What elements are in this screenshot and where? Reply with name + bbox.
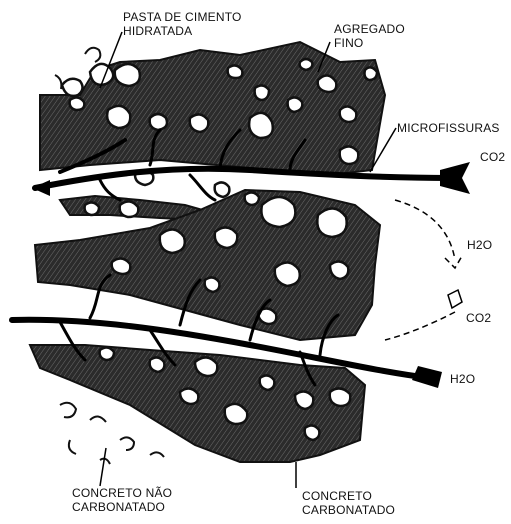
label-microfissuras: MICROFISSURAS bbox=[397, 121, 500, 135]
label-h2o-top: H2O bbox=[467, 238, 492, 252]
co2-mid-arrow bbox=[385, 290, 462, 340]
label-agregado-fino: AGREGADO FINO bbox=[334, 22, 405, 50]
label-carbonatado-line2: CARBONATADO bbox=[302, 503, 395, 517]
label-concreto-nao-carbonatado: CONCRETO NÃO CARBONATADO bbox=[72, 486, 172, 514]
label-concreto-carbonatado: CONCRETO CARBONATADO bbox=[302, 489, 395, 517]
label-pasta-cimento: PASTA DE CIMENTO HIDRATADA bbox=[123, 10, 242, 38]
label-pasta-line2: HIDRATADA bbox=[123, 24, 242, 38]
label-nao-carbonatado-line1: CONCRETO NÃO bbox=[72, 486, 172, 500]
label-pasta-line1: PASTA DE CIMENTO bbox=[123, 10, 242, 24]
h2o-bottom-arrow bbox=[412, 366, 442, 388]
h2o-top-arrow bbox=[395, 200, 462, 268]
label-co2-mid: CO2 bbox=[466, 311, 491, 325]
label-h2o-bottom: H2O bbox=[450, 372, 475, 386]
concrete-layer-top bbox=[40, 42, 385, 175]
label-nao-carbonatado-line2: CARBONATADO bbox=[72, 500, 172, 514]
label-co2-top: CO2 bbox=[480, 150, 505, 164]
label-agregado-line2: FINO bbox=[334, 36, 405, 50]
label-carbonatado-line1: CONCRETO bbox=[302, 489, 395, 503]
label-agregado-line1: AGREGADO bbox=[334, 22, 405, 36]
